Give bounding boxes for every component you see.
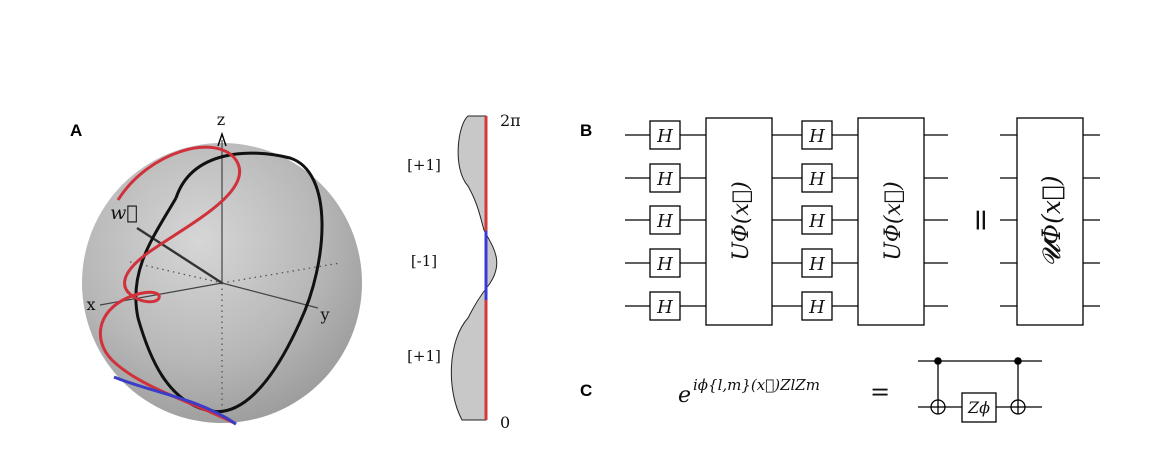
panel-b: B H H H H H <box>580 117 1100 326</box>
h-gate-column-2: H H H H H <box>801 120 833 321</box>
w-vector-label: w⃗ <box>110 202 138 224</box>
exp-exponent: iϕ{l,m}(x⃗)ZlZm <box>693 376 820 394</box>
total-unitary-label: 𝓤Φ(x⃗) <box>1037 175 1066 266</box>
black-curve <box>134 151 324 414</box>
h-gate-label: H <box>656 211 673 232</box>
h-gate-column-1: H H H H H <box>649 120 681 321</box>
h-gate-label: H <box>808 126 825 147</box>
h-gate-label: H <box>656 126 673 147</box>
h-gate-label: H <box>808 169 825 190</box>
panel-c-label: C <box>580 381 592 400</box>
c-equals-sign: = <box>870 378 890 406</box>
y-axis-label: y <box>319 305 329 324</box>
eigen-label-plus-top: [+1] <box>407 156 441 174</box>
h-gate-label: H <box>808 254 825 275</box>
unitary-block-1: UΦ(x⃗) <box>705 117 773 326</box>
dotted-axes <box>129 261 341 418</box>
unitary-label: UΦ(x⃗) <box>729 181 754 260</box>
equals-sign: = <box>963 207 998 232</box>
panel-a-label: A <box>70 121 82 140</box>
h-gate-label: H <box>656 254 673 275</box>
z-axis-label: z <box>217 110 225 129</box>
red-curve <box>98 145 242 426</box>
blue-segment <box>113 375 237 426</box>
eigen-strip: 2π 0 [+1] [-1] [+1] <box>407 111 521 432</box>
unitary-label: UΦ(x⃗) <box>881 181 906 260</box>
eigen-top-label: 2π <box>500 111 521 130</box>
panel-c: C e iϕ{l,m}(x⃗)ZlZm = Zϕ <box>580 357 1042 423</box>
w-vector <box>136 226 223 285</box>
panel-a: A z x y w⃗ <box>70 110 362 426</box>
cnot-gate-1 <box>930 357 946 415</box>
h-gate-label: H <box>808 211 825 232</box>
h-gate-label: H <box>656 169 673 190</box>
eigen-density <box>450 115 498 421</box>
unitary-block-2: UΦ(x⃗) <box>857 117 925 326</box>
eigen-label-minus: [-1] <box>411 252 437 270</box>
exp-base: e <box>678 383 691 408</box>
panel-b-label: B <box>580 121 592 140</box>
eigen-bottom-label: 0 <box>500 413 510 432</box>
eigen-label-plus-bottom: [+1] <box>407 347 441 365</box>
h-gate-label: H <box>656 297 673 318</box>
z-phase-label: Zϕ <box>967 398 990 417</box>
total-unitary-block: 𝓤Φ(x⃗) <box>1016 117 1084 326</box>
h-gate-label: H <box>808 297 825 318</box>
z-phase-gate: Zϕ <box>961 392 997 423</box>
x-axis-label: x <box>86 295 95 314</box>
cnot-gate-2 <box>1010 357 1026 415</box>
z-axis-arrowhead <box>217 131 227 147</box>
